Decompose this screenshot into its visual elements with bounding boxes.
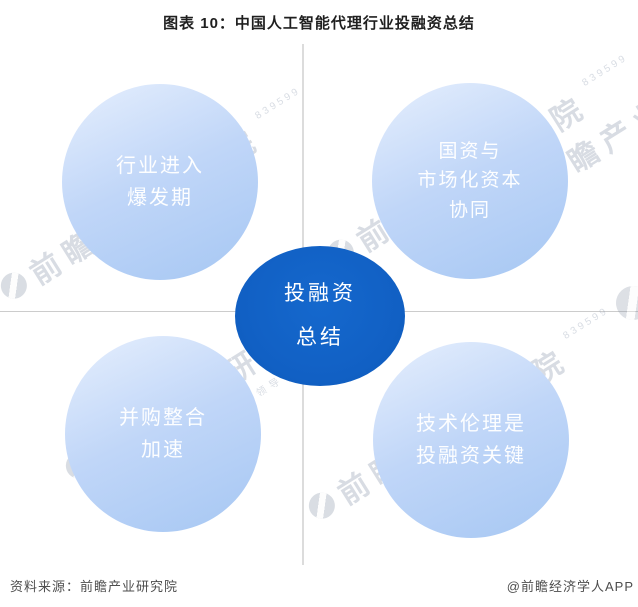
node-label: 并购整合 加速 [119,407,207,461]
qianzhan-logo-icon [303,487,340,524]
footer-source: 资料来源：前瞻产业研究院 [10,579,179,594]
center-circle: 投融资 总结 [235,246,405,386]
node-circle-top-right: 国资与 市场化资本 协同 [372,83,568,279]
node-label: 国资与 市场化资本 协同 [417,140,523,221]
chart-title: 图表 10：中国人工智能代理行业投融资总结 [163,15,475,32]
node-circle-top-left: 行业进入 爆发期 [62,84,258,280]
node-circle-bottom-left: 并购整合 加速 [65,336,261,532]
node-label: 技术伦理是 投融资关键 [416,413,526,467]
qianzhan-logo-icon [0,267,32,304]
center-label: 投融资 总结 [284,281,356,349]
node-label: 行业进入 爆发期 [116,155,204,209]
watermark-stock-text: 839599 [580,52,630,89]
node-circle-bottom-right: 技术伦理是 投融资关键 [373,342,569,538]
qianzhan-logo-icon [609,279,638,327]
watermark-stock-text: 839599 [253,85,303,122]
footer-credit: @前瞻经济学人APP [506,579,634,594]
